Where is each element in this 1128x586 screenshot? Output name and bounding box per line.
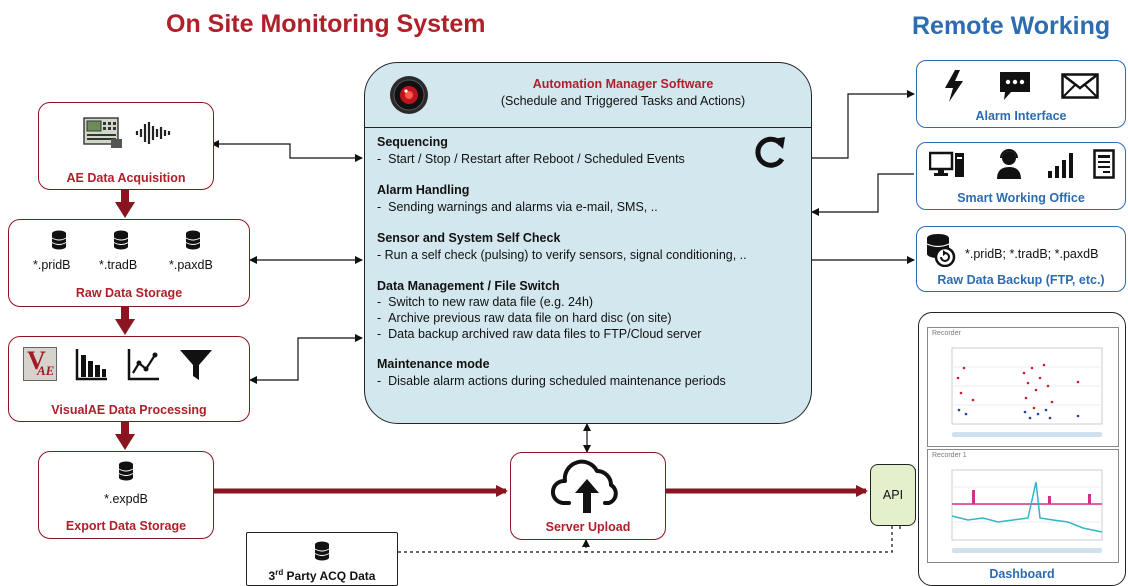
signal-icon (1048, 153, 1073, 178)
database-icon (113, 230, 129, 250)
dashboard-box[interactable]: Recorder Recorder 1 (918, 312, 1126, 586)
recorder-1-panel-title: Recorder 1 (932, 452, 967, 459)
alarm-interface-box[interactable]: Alarm Interface (916, 60, 1126, 128)
smart-working-office-box[interactable]: Smart Working Office (916, 142, 1126, 210)
api-box[interactable]: API (870, 464, 916, 526)
bar-chart-icon (75, 349, 107, 381)
export-data-storage-box[interactable]: *.expdB Export Data Storage (38, 451, 214, 539)
section-heading-data-management: Data Management / File Switch (377, 279, 560, 293)
recorder-panel-title: Recorder (932, 330, 961, 337)
manager-subtitle: (Schedule and Triggered Tasks and Action… (500, 94, 746, 108)
file-expdb-label: *.expdB (104, 492, 148, 506)
file-pridb-label: *.pridB (33, 258, 71, 272)
automation-manager-box[interactable]: Automation Manager Software (Schedule an… (364, 62, 812, 424)
server-upload-label: Server Upload (545, 520, 631, 534)
smart-working-office-label: Smart Working Office (957, 191, 1085, 205)
section-heading-alarm: Alarm Handling (377, 183, 470, 197)
dashboard-label: Dashboard (989, 567, 1055, 581)
remote-title: Remote Working (912, 12, 1111, 40)
server-upload-box[interactable]: Server Upload (510, 452, 666, 540)
raw-data-storage-box[interactable]: *.pridB *.tradB *.paxdB Raw Data Storage (8, 219, 250, 307)
database-icon (51, 230, 67, 250)
hal-eye-icon (390, 76, 428, 114)
file-paxdb-label: *.paxdB (169, 258, 213, 272)
waveform-icon (135, 122, 171, 144)
recorder-panel: Recorder (927, 327, 1119, 447)
file-tradb-label: *.tradB (99, 258, 138, 272)
third-party-acq-box[interactable]: 3rd Party ACQ Data (246, 532, 398, 586)
raw-data-backup-label: Raw Data Backup (FTP, etc.) (937, 273, 1105, 287)
raw-data-storage-label: Raw Data Storage (75, 286, 183, 300)
ae-data-acquisition-box[interactable]: AE Data Acquisition (38, 102, 214, 190)
raw-data-backup-box[interactable]: *.pridB; *.tradB; *.paxdB Raw Data Backu… (916, 226, 1126, 292)
onsite-title: On Site Monitoring System (166, 10, 486, 38)
database-backup-icon (926, 234, 956, 267)
manager-title: Automation Manager Software (532, 77, 714, 91)
section-line: - Data backup archived raw data files to… (377, 327, 702, 341)
ae-data-acquisition-label: AE Data Acquisition (66, 171, 186, 185)
section-line: - Start / Stop / Restart after Reboot / … (377, 152, 685, 166)
document-icon (1093, 149, 1115, 179)
database-icon (118, 461, 134, 481)
sms-icon (1000, 72, 1030, 100)
recorder-1-panel: Recorder 1 (927, 449, 1119, 563)
visualae-processing-box[interactable]: V AE VisualAE Data Processing (8, 336, 250, 422)
section-heading-sequencing: Sequencing (377, 135, 448, 149)
visualae-logo-icon: V AE (23, 346, 57, 381)
section-heading-maintenance: Maintenance mode (377, 357, 490, 371)
email-icon (1061, 73, 1099, 99)
refresh-icon (755, 136, 785, 168)
section-line: - Disable alarm actions during scheduled… (377, 374, 726, 388)
section-heading-selfcheck: Sensor and System Self Check (377, 231, 561, 245)
visualae-processing-label: VisualAE Data Processing (51, 403, 207, 417)
database-icon (314, 541, 330, 561)
section-line: - Switch to new raw data file (e.g. 24h) (377, 295, 594, 309)
alarm-interface-label: Alarm Interface (975, 109, 1067, 123)
ae-instrument-icon (83, 117, 122, 148)
left-flow-arrows (115, 188, 135, 450)
backup-files-label: *.pridB; *.tradB; *.paxdB (965, 247, 1099, 261)
lightning-icon (945, 70, 963, 102)
section-line: - Sending warnings and alarms via e-mail… (377, 200, 658, 214)
cloud-upload-icon (551, 459, 618, 513)
scatter-thumbnail (951, 347, 1103, 437)
export-data-storage-label: Export Data Storage (65, 519, 187, 533)
database-icon (185, 230, 201, 250)
filter-icon (180, 350, 212, 380)
line-thumbnail (951, 469, 1103, 553)
section-line: - Archive previous raw data file on hard… (377, 311, 672, 325)
support-agent-icon (997, 149, 1021, 179)
section-line: - Run a self check (pulsing) to verify s… (377, 248, 747, 262)
third-party-label: 3rd Party ACQ Data (268, 568, 376, 583)
computer-icon (929, 151, 964, 177)
line-chart-icon (127, 349, 159, 381)
manager-divider (365, 127, 811, 128)
